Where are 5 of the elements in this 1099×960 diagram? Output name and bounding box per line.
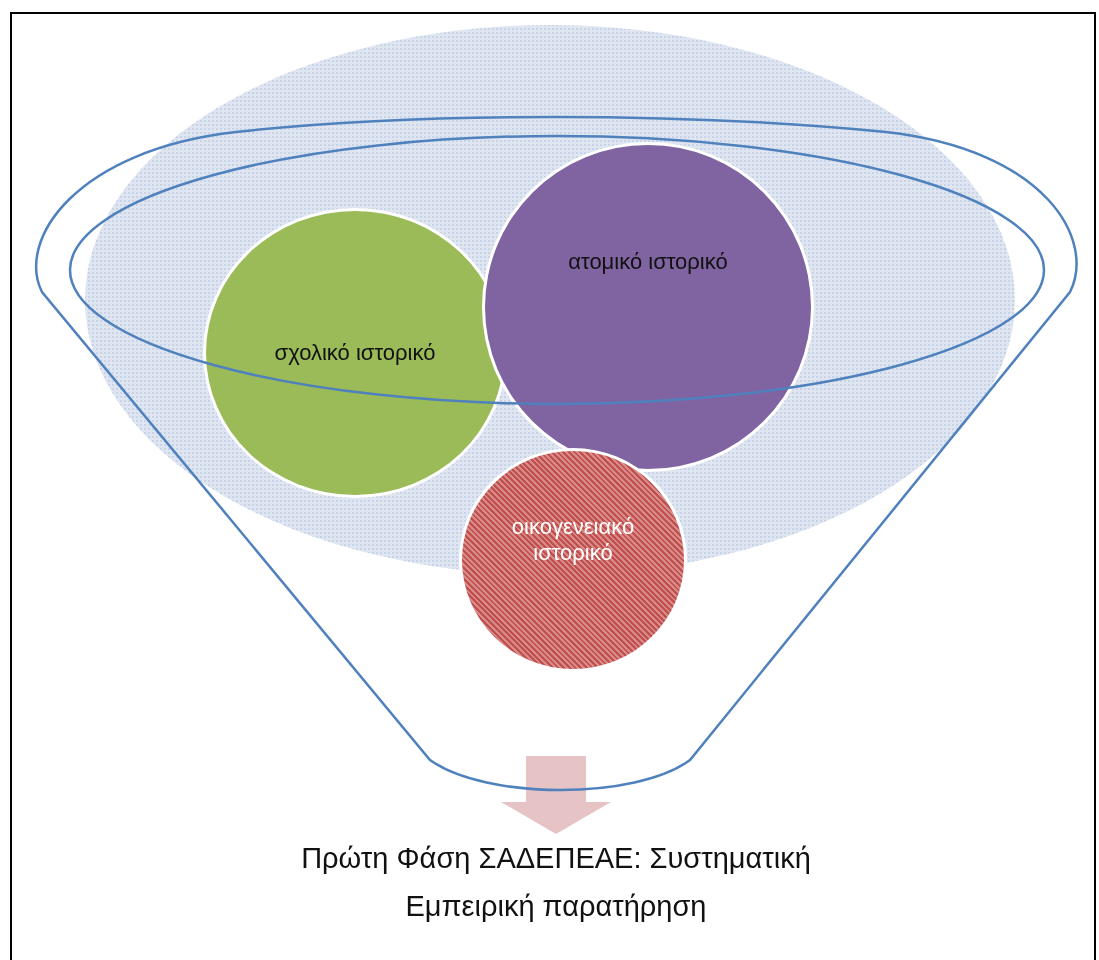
block-arrow [501, 756, 611, 834]
circle-label: σχολικό ιστορικό [274, 340, 436, 366]
circle-label: ατομικό ιστορικό [568, 249, 728, 275]
circle-label: οικογενειακό ιστορικό [510, 514, 636, 566]
phase-caption: Πρώτη Φάση ΣΑΔΕΠΕΑΕ: Συστηματική Εμπειρική παρατήρηση [300, 841, 812, 924]
